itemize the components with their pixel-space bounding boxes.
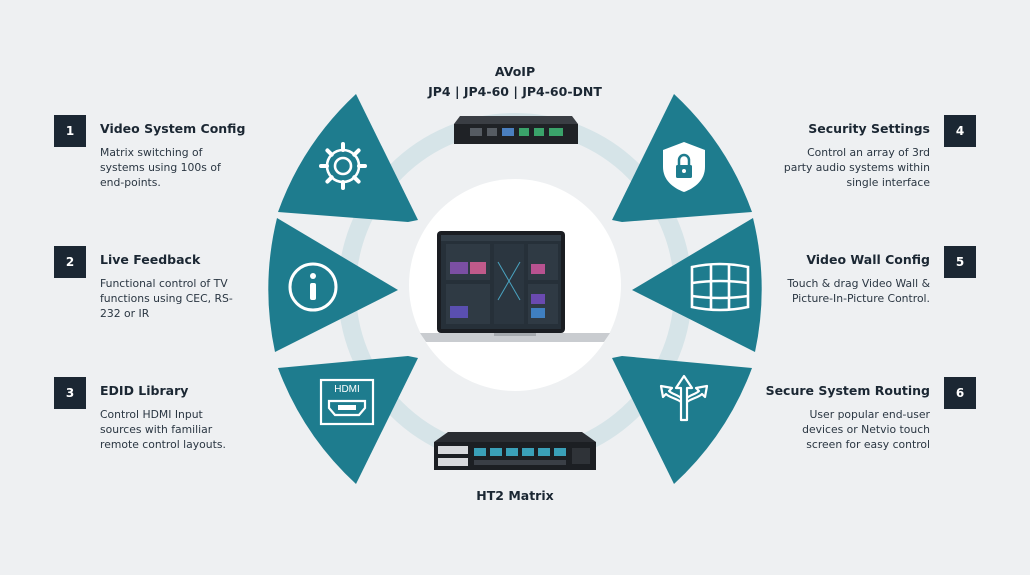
feature-title: EDID Library (100, 383, 189, 398)
petal-edid-library (278, 356, 418, 484)
feature-number-badge: 2 (54, 246, 86, 278)
feature-number-badge: 6 (944, 377, 976, 409)
feature-description: Control HDMI Input sources with familiar… (100, 408, 226, 451)
video-wall-icon (690, 262, 750, 312)
avoip-models: JP4 | JP4-60 | JP4-60-DNT (428, 84, 602, 99)
lock-shield-icon (663, 142, 705, 192)
feature-title: Video System Config (100, 121, 246, 136)
feature-title: Security Settings (808, 121, 930, 136)
feature-number-badge: 5 (944, 246, 976, 278)
laptop-image (420, 231, 610, 342)
petal-live-feedback (268, 218, 398, 352)
ht2-matrix-title: HT2 Matrix (476, 488, 554, 503)
feature-title: Video Wall Config (806, 252, 930, 267)
info-icon (288, 262, 338, 312)
feature-title: Live Feedback (100, 252, 201, 267)
ht2-matrix-device-image (434, 432, 596, 470)
feature-number-badge: 4 (944, 115, 976, 147)
hdmi-icon: HDMI (319, 378, 375, 426)
avoip-device-image (454, 116, 578, 144)
feature-number-badge: 1 (54, 115, 86, 147)
feature-number-badge: 3 (54, 377, 86, 409)
gear-icon (319, 142, 367, 190)
petal-video-wall-config (632, 218, 762, 352)
petal-video-system-config (278, 94, 418, 222)
feature-description: Matrix switching of systems using 100s o… (100, 146, 221, 189)
avoip-title: AVoIP (494, 64, 536, 79)
feature-description: Functional control of TV functions using… (100, 277, 233, 320)
feature-description: Touch & drag Video Wall & Picture-In-Pic… (787, 277, 930, 305)
feature-description: Control an array of 3rd party audio syst… (783, 146, 930, 189)
hdmi-icon-label: HDMI (334, 384, 360, 395)
feature-description: User popular end-user devices or Netvio … (802, 408, 930, 451)
routing-arrows-icon (659, 374, 709, 422)
feature-title: Secure System Routing (765, 383, 930, 398)
